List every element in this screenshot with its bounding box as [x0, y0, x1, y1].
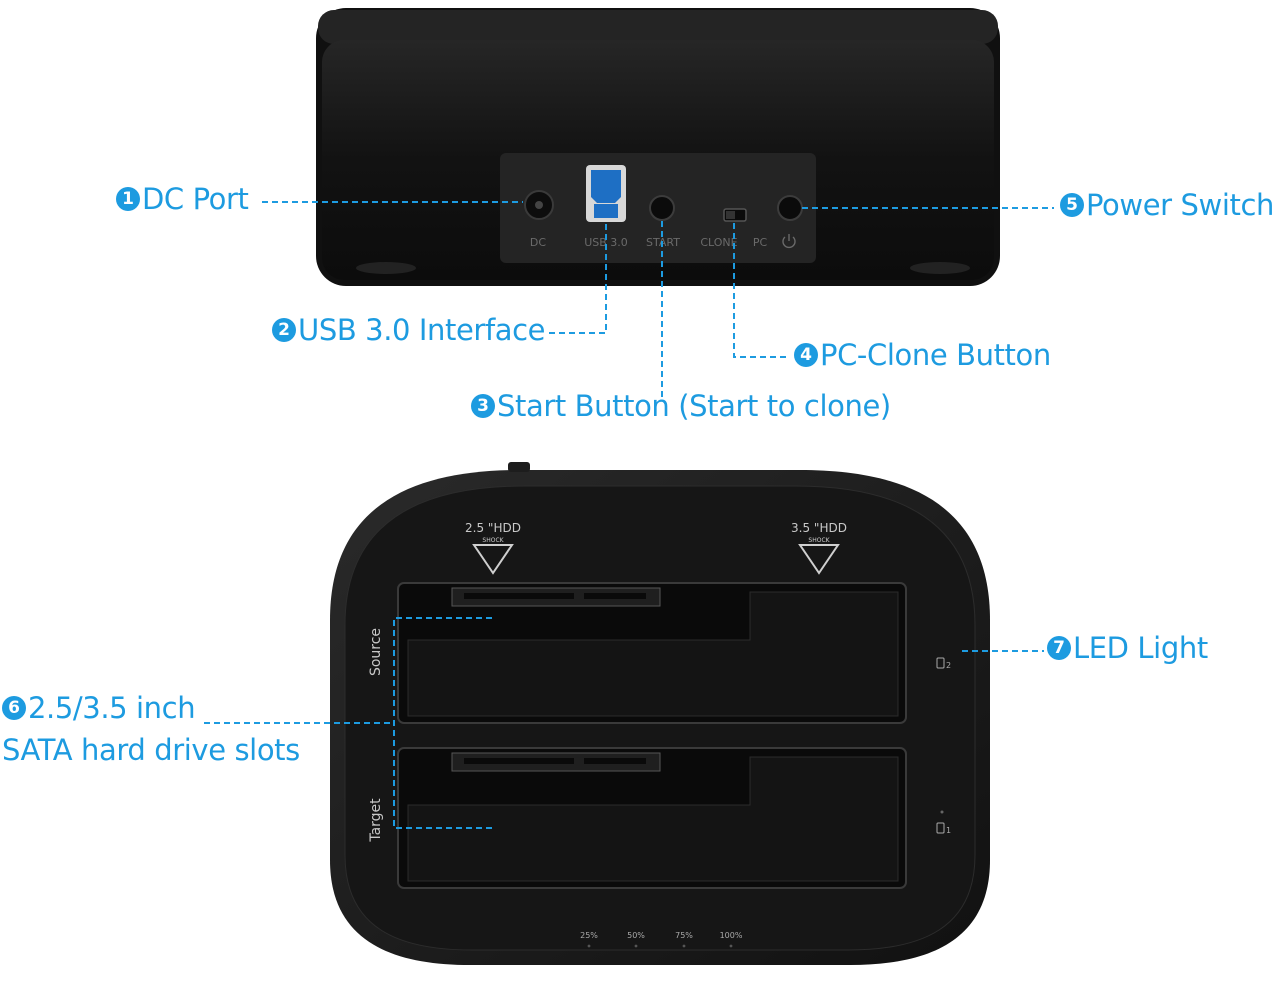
callout-label-slots-line-2: SATA hard drive slots — [2, 733, 300, 767]
pc-clone-switch-knob — [726, 211, 735, 219]
progress-25-led — [587, 944, 591, 948]
callout-number-7: 7 — [1047, 636, 1071, 660]
slot-label-target: Target — [368, 798, 384, 843]
callout-number-3: 3 — [471, 394, 495, 418]
progress-100: 100% — [720, 931, 743, 940]
callout-label-power-switch: Power Switch — [1086, 188, 1274, 222]
progress-indicators: 25% 50% 75% 100% — [580, 931, 743, 948]
hdd-icon — [936, 822, 945, 834]
rear-leader-lines — [262, 201, 1054, 398]
progress-75-led — [682, 944, 686, 948]
progress-100-led — [729, 944, 733, 948]
callout-slots-line-2: SATA hard drive slots — [2, 729, 300, 771]
callout-start: 3 Start Button (Start to clone) — [471, 389, 891, 423]
callout-label-dc-port: DC Port — [142, 182, 249, 216]
rear-foot-left — [356, 262, 416, 274]
target-sata-power — [584, 758, 646, 764]
rear-label-start: START — [646, 236, 680, 249]
progress-50: 50% — [627, 931, 645, 940]
rear-view: DC USB 3.0 START CLONE PC — [316, 8, 1000, 286]
source-sata-power — [584, 593, 646, 599]
source-slot — [397, 582, 907, 724]
callout-label-usb: USB 3.0 Interface — [298, 313, 546, 347]
callout-led-light: 7 LED Light — [1047, 631, 1208, 665]
slot-label-source: Source — [368, 628, 384, 676]
callout-label-pc-clone: PC-Clone Button — [820, 338, 1051, 372]
callout-power-switch: 5 Power Switch — [1060, 188, 1274, 222]
callout-label-slots-line-1: 2.5/3.5 inch — [28, 691, 196, 725]
target-slot — [397, 747, 907, 889]
led-2-label: 2 — [946, 661, 951, 670]
leader-slots-bracket — [393, 617, 496, 829]
rear-foot-right — [910, 262, 970, 274]
led-1-light — [940, 810, 944, 814]
callout-number-4: 4 — [794, 343, 818, 367]
hdd-label-left: 2.5 "HDD — [465, 521, 521, 535]
callout-dc-port: 1 DC Port — [116, 182, 249, 216]
callout-usb: 2 USB 3.0 Interface — [272, 313, 546, 347]
callout-number-1: 1 — [116, 187, 140, 211]
callout-label-start: Start Button (Start to clone) — [497, 389, 891, 423]
shock-warning-icon: SHOCK — [798, 537, 840, 575]
top-leader-lines — [204, 617, 1044, 829]
progress-25: 25% — [580, 931, 598, 940]
target-slot-door — [407, 756, 899, 882]
source-slot-door — [407, 591, 899, 717]
led-1-label: 1 — [946, 826, 951, 835]
rear-label-usb: USB 3.0 — [584, 236, 628, 249]
rear-label-pc: PC — [753, 236, 768, 249]
hdd-label-right: 3.5 "HDD — [791, 521, 847, 535]
shock-label-left: SHOCK — [482, 537, 504, 544]
source-sata-data — [464, 593, 574, 599]
callout-number-2: 2 — [272, 318, 296, 342]
target-sata-data — [464, 758, 574, 764]
callout-label-led-light: LED Light — [1073, 631, 1208, 665]
led-2: 2 — [936, 657, 951, 670]
shock-warning-icon: SHOCK — [472, 537, 514, 575]
callout-slots-line-1: 6 2.5/3.5 inch — [2, 687, 300, 729]
rear-lid — [318, 10, 998, 44]
usb-port-top — [591, 170, 621, 203]
usb-port-bottom — [594, 204, 618, 218]
rear-label-clone: CLONE — [700, 236, 737, 249]
callout-pc-clone: 4 PC-Clone Button — [794, 338, 1051, 372]
dc-port-pin — [535, 201, 543, 209]
progress-50-led — [634, 944, 638, 948]
top-view: 2.5 "HDD 3.5 "HDD SHOCK SHOCK So — [330, 462, 990, 965]
power-icon — [782, 234, 796, 249]
callout-slots: 6 2.5/3.5 inch SATA hard drive slots — [2, 687, 300, 771]
led-1: 1 — [936, 822, 951, 835]
dock-rear-nub — [508, 462, 530, 472]
shock-label-right: SHOCK — [808, 537, 830, 544]
hdd-icon — [936, 657, 945, 669]
start-button — [649, 195, 675, 221]
leader-pc-clone — [733, 223, 790, 358]
power-button — [777, 195, 803, 221]
callout-number-5: 5 — [1060, 193, 1084, 217]
progress-75: 75% — [675, 931, 693, 940]
callout-number-6: 6 — [2, 696, 26, 720]
rear-label-dc: DC — [530, 236, 546, 249]
